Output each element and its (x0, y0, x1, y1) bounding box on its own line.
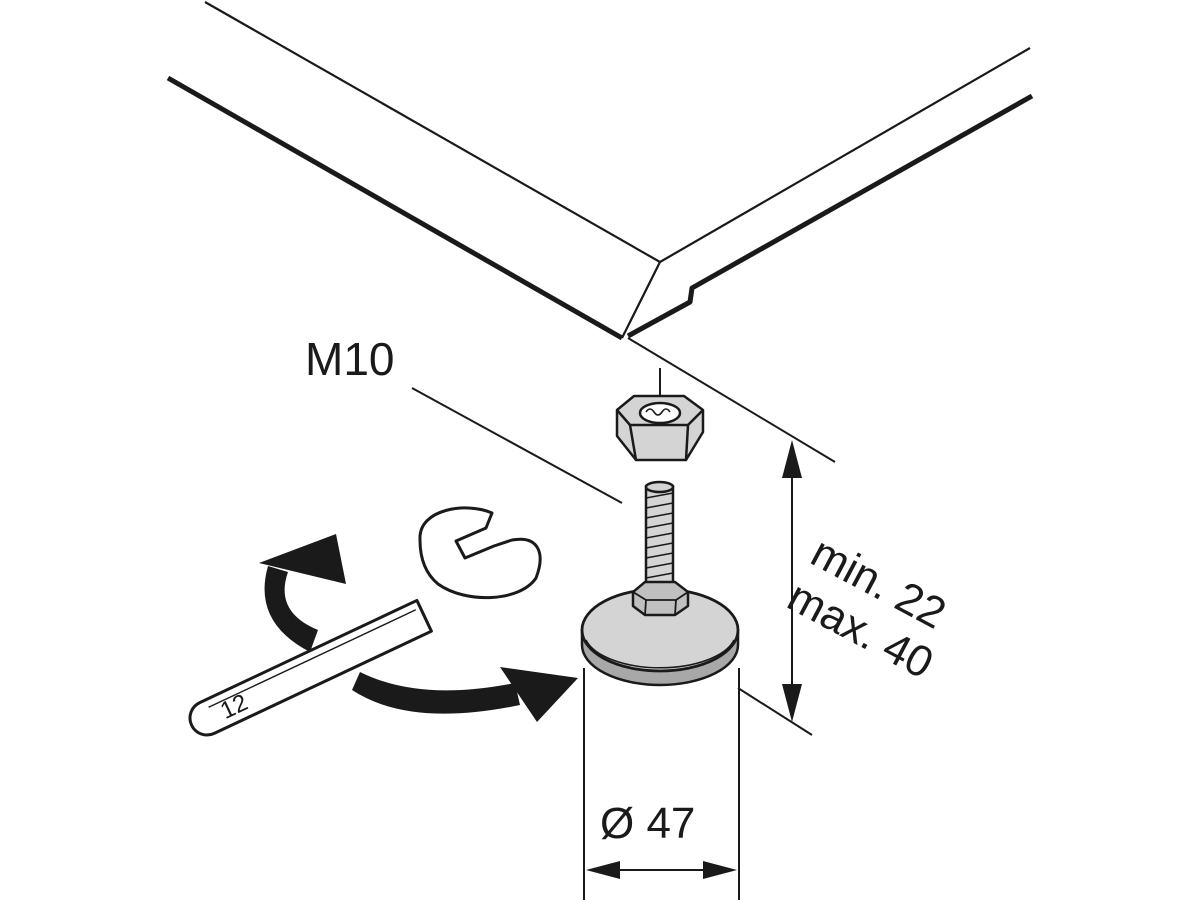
hex-nut (615, 394, 705, 462)
rotate-up-arrow-icon (259, 534, 346, 652)
foot-base (580, 580, 740, 687)
cabinet-corner (166, 1, 1034, 463)
diameter-label: Ø 47 (600, 799, 695, 848)
thread-label: M10 (305, 333, 394, 385)
height-dimension (737, 440, 813, 736)
thread-leader (411, 387, 623, 504)
threaded-stud (644, 480, 675, 598)
height-labels: min. 22 max. 40 (780, 528, 954, 689)
wrench-icon: 12 (188, 506, 542, 737)
rotate-right-arrow-icon (352, 667, 578, 722)
diameter-dimension (583, 668, 740, 900)
